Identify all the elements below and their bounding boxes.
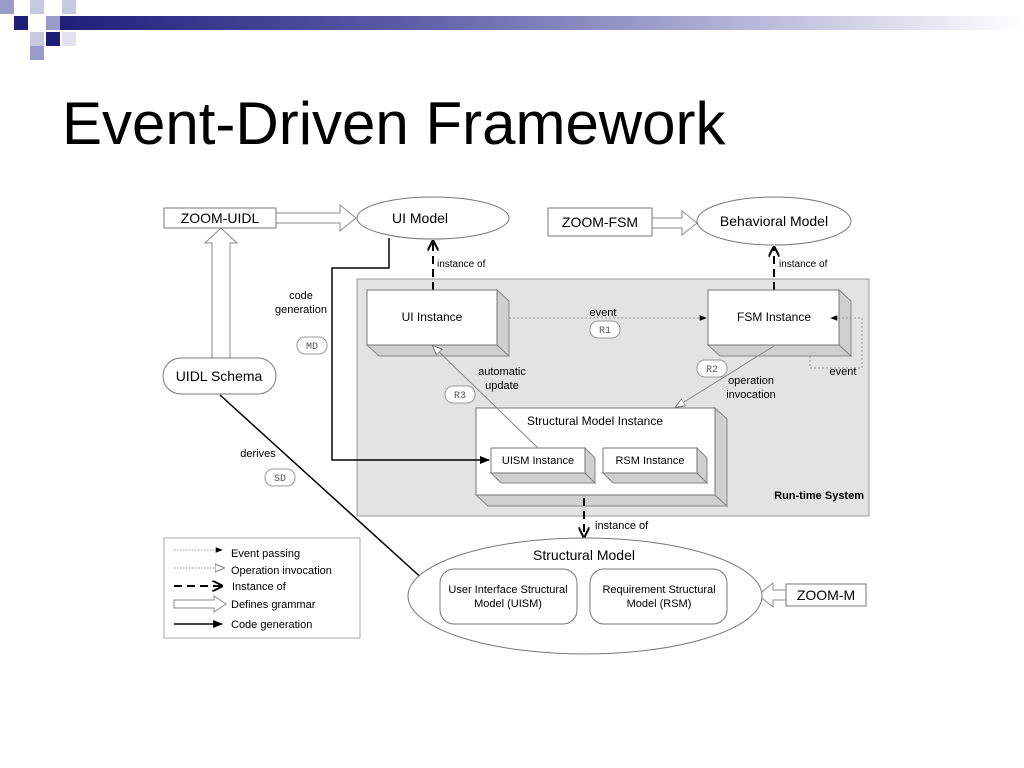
ui-instance-shadow bbox=[496, 288, 510, 358]
structural-model-instance-shadow bbox=[714, 406, 728, 508]
derives-label: derives bbox=[240, 448, 276, 460]
derives-arrow-sd bbox=[219, 394, 438, 593]
legend-instance-of-label: Instance of bbox=[232, 581, 287, 593]
legend: Event passing Operation invocation Insta… bbox=[163, 537, 361, 639]
header-band-gradient bbox=[60, 16, 1024, 30]
tag-md bbox=[296, 336, 328, 355]
structural-model-label: Structural Model bbox=[533, 547, 635, 563]
legend-defines-grammar-label: Defines grammar bbox=[231, 599, 316, 611]
rsm-model-label-1: Requirement Structural bbox=[602, 584, 715, 596]
zoom-m-label: ZOOM-M bbox=[797, 587, 855, 603]
tag-r2-label: R2 bbox=[706, 365, 718, 376]
uism-instance-shadow bbox=[489, 472, 597, 484]
header-square bbox=[46, 16, 60, 30]
header-square bbox=[62, 32, 76, 46]
legend-defines-grammar-arrow bbox=[173, 595, 227, 613]
fsm-instance-label: FSM Instance bbox=[737, 310, 811, 324]
operation-invocation-arrow-r2 bbox=[676, 345, 775, 407]
grammar-arrow-zoomm-to-structural bbox=[757, 581, 787, 609]
fsm-instance-shadow bbox=[838, 288, 852, 358]
event-self-loop bbox=[809, 315, 863, 369]
header-square bbox=[0, 0, 14, 14]
grammar-arrow-fsm-to-behavioral bbox=[651, 209, 698, 237]
grammar-arrow-schema-to-uidl bbox=[203, 227, 239, 359]
tag-r2 bbox=[696, 359, 728, 378]
page-title: Event-Driven Framework bbox=[62, 90, 726, 157]
structural-model-instance-label: Structural Model Instance bbox=[527, 414, 663, 428]
behavioral-model-node bbox=[696, 196, 852, 246]
instance-of-ui-label: instance of bbox=[437, 259, 486, 270]
zoom-fsm-box bbox=[547, 207, 653, 237]
uism-instance-box bbox=[490, 447, 586, 474]
ui-model-label: UI Model bbox=[392, 210, 448, 226]
zoom-uidl-box bbox=[163, 207, 277, 229]
rsm-model-box bbox=[589, 568, 728, 625]
rsm-model-label-2: Model (RSM) bbox=[627, 598, 692, 610]
tag-md-label: MD bbox=[306, 342, 318, 353]
header-square bbox=[30, 32, 44, 46]
instance-of-fsm-label: instance of bbox=[779, 259, 828, 270]
rsm-instance-shadow bbox=[601, 472, 709, 484]
code-generation-label-2: generation bbox=[275, 304, 327, 316]
tag-r3-label: R3 bbox=[454, 391, 466, 402]
header-decoration bbox=[0, 0, 1024, 60]
uidl-schema-label: UIDL Schema bbox=[176, 368, 263, 384]
grammar-arrow-uidl-to-uimodel bbox=[275, 203, 357, 233]
legend-code-generation-label: Code generation bbox=[231, 619, 312, 631]
zoom-fsm-label: ZOOM-FSM bbox=[562, 214, 638, 230]
rsm-instance-box bbox=[602, 447, 698, 474]
fsm-instance-shadow bbox=[706, 344, 853, 357]
operation-invocation-label-1: operation bbox=[728, 375, 774, 387]
uism-model-box bbox=[439, 568, 578, 625]
uism-model-label-1: User Interface Structural bbox=[448, 584, 567, 596]
header-square bbox=[62, 0, 76, 14]
uism-instance-label: UISM Instance bbox=[502, 455, 574, 467]
uidl-schema-node bbox=[162, 357, 277, 395]
legend-operation-invocation-label: Operation invocation bbox=[231, 565, 332, 577]
runtime-system-label: Run-time System bbox=[774, 490, 864, 502]
code-generation-label-1: code bbox=[289, 290, 313, 302]
tag-sd bbox=[264, 468, 296, 487]
legend-box bbox=[163, 537, 361, 639]
code-generation-arrow-md bbox=[331, 238, 490, 464]
header-square bbox=[30, 46, 44, 60]
uism-model-label-2: Model (UISM) bbox=[474, 598, 542, 610]
header-square bbox=[46, 32, 60, 46]
tag-r3 bbox=[444, 385, 476, 404]
rsm-instance-label: RSM Instance bbox=[615, 455, 684, 467]
automatic-update-label-2: update bbox=[485, 380, 519, 392]
ui-model-node bbox=[356, 196, 510, 240]
event-side-label: event bbox=[830, 366, 857, 378]
structural-model-instance-shadow bbox=[474, 494, 729, 507]
tag-sd-label: SD bbox=[274, 474, 286, 485]
fsm-instance-box bbox=[707, 289, 840, 346]
ui-instance-label: UI Instance bbox=[402, 310, 463, 324]
tag-r1 bbox=[589, 320, 621, 339]
tag-r1-label: R1 bbox=[599, 326, 611, 337]
ui-instance-box bbox=[366, 289, 498, 346]
zoom-uidl-label: ZOOM-UIDL bbox=[181, 210, 260, 226]
event-top-label: event bbox=[590, 307, 617, 319]
header-square bbox=[14, 16, 28, 30]
structural-model-node bbox=[407, 537, 763, 655]
instance-of-sm-label: instance of bbox=[595, 520, 649, 532]
legend-event-passing-label: Event passing bbox=[231, 548, 300, 560]
zoom-m-box bbox=[785, 583, 867, 607]
automatic-update-arrow-r3 bbox=[433, 346, 539, 449]
header-square bbox=[30, 0, 44, 14]
operation-invocation-label-2: invocation bbox=[726, 389, 776, 401]
behavioral-model-label: Behavioral Model bbox=[720, 213, 828, 229]
automatic-update-label-1: automatic bbox=[478, 366, 526, 378]
